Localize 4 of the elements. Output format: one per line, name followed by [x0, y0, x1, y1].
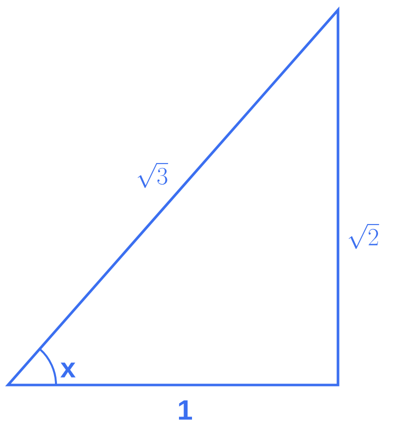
side-label: $\sqrt{3}$: [138, 163, 168, 188]
side-label: $\sqrt{2}$: [348, 224, 380, 249]
side-label: 1: [178, 400, 192, 420]
angle-label: x: [60, 362, 76, 378]
